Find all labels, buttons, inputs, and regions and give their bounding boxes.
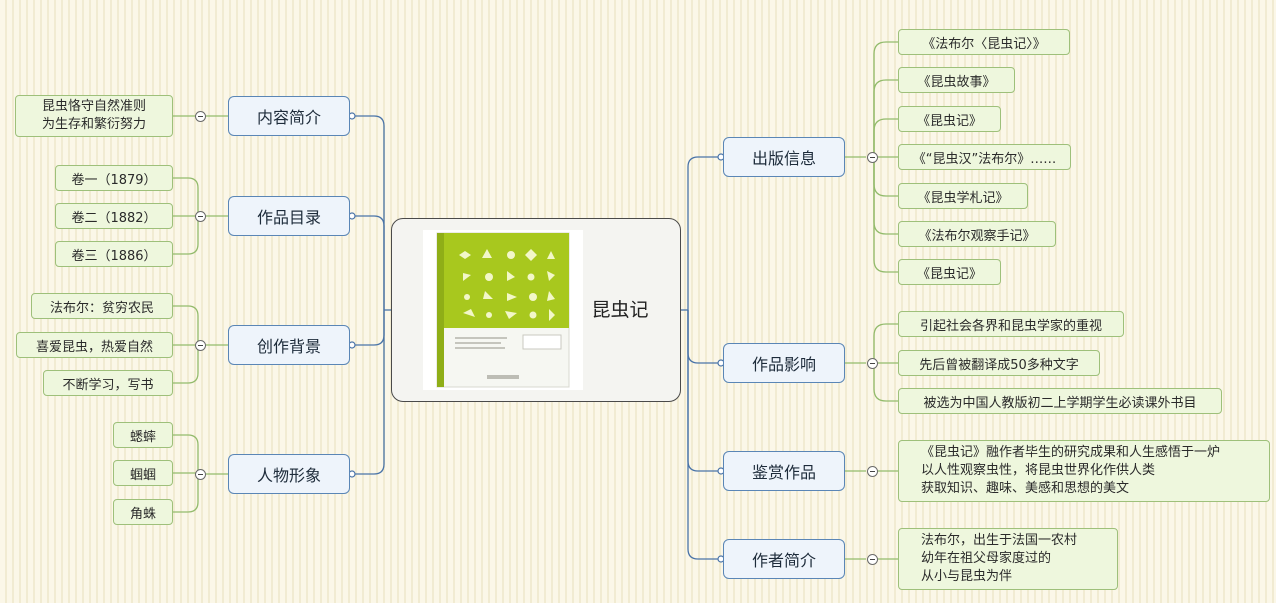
- topic-right-1[interactable]: 出版信息: [723, 137, 845, 177]
- central-topic-title: 昆虫记: [591, 299, 649, 321]
- leaf-text-line: 不断学习，写书: [62, 377, 154, 393]
- leaf-left-2-2[interactable]: 卷二（1882）: [55, 203, 173, 229]
- leaf-right-1-2[interactable]: 《昆虫故事》: [898, 67, 1015, 93]
- leaf-text-line: 卷二（1882）: [71, 210, 157, 226]
- leaf-text-line: 卷三（1886）: [71, 248, 157, 264]
- leaf-right-1-7[interactable]: 《昆虫记》: [898, 259, 1001, 285]
- leaf-right-4-1[interactable]: 法布尔，出生于法国一农村幼年在祖父母家度过的从小与昆虫为伴: [898, 528, 1118, 590]
- leaf-right-1-6[interactable]: 《法布尔观察手记》: [898, 221, 1056, 247]
- leaf-text-line: 引起社会各界和昆虫学家的重视: [919, 318, 1102, 334]
- leaf-text-line: 以人性观察虫性，将昆虫世界化作供人类: [921, 463, 1156, 478]
- leaf-right-2-2[interactable]: 先后曾被翻译成50多种文字: [898, 350, 1100, 376]
- collapse-toggle-right-1[interactable]: [866, 151, 878, 163]
- leaf-text-line: 角蛛: [129, 506, 156, 522]
- topic-right-4[interactable]: 作者简介: [723, 539, 845, 579]
- collapse-toggle-left-3[interactable]: [194, 339, 206, 351]
- leaf-right-3-1[interactable]: 《昆虫记》融作者毕生的研究成果和人生感悟于一炉以人性观察虫性，将昆虫世界化作供人…: [898, 440, 1270, 502]
- leaf-text-line: 为生存和繁衍努力: [41, 117, 146, 132]
- leaf-left-3-1[interactable]: 法布尔：贫穷农民: [31, 293, 173, 319]
- central-topic[interactable]: 昆虫记: [391, 218, 681, 402]
- leaf-text-line: 幼年在祖父母家度过的: [921, 551, 1052, 566]
- leaf-text-line: 昆虫恪守自然准则: [41, 99, 146, 114]
- leaf-left-1-1[interactable]: 昆虫恪守自然准则为生存和繁衍努力: [15, 95, 173, 137]
- topic-left-1[interactable]: 内容简介: [228, 96, 350, 136]
- leaf-left-4-1[interactable]: 蟋蟀: [113, 422, 173, 448]
- collapse-toggle-right-4[interactable]: [866, 553, 878, 565]
- collapse-toggle-left-4[interactable]: [194, 468, 206, 480]
- leaf-text-line: 《昆虫记》: [916, 266, 982, 282]
- leaf-left-3-3[interactable]: 不断学习，写书: [43, 370, 173, 396]
- leaf-text-line: 《“昆虫汉”法布尔》……: [912, 151, 1057, 167]
- leaf-left-2-1[interactable]: 卷一（1879）: [55, 165, 173, 191]
- leaf-text-line: 喜爱昆虫，热爱自然: [35, 339, 153, 355]
- topic-right-3[interactable]: 鉴赏作品: [723, 451, 845, 491]
- leaf-text-line: 《昆虫学札记》: [917, 190, 1009, 206]
- leaf-right-1-1[interactable]: 《法布尔〈昆虫记〉》: [898, 29, 1070, 55]
- leaf-text-line: 《昆虫故事》: [917, 74, 996, 90]
- leaf-right-1-4[interactable]: 《“昆虫汉”法布尔》……: [898, 144, 1071, 170]
- leaf-left-2-3[interactable]: 卷三（1886）: [55, 241, 173, 267]
- leaf-text-line: 蟋蟀: [129, 429, 156, 445]
- leaf-text-line: 《昆虫记》融作者毕生的研究成果和人生感悟于一炉: [921, 445, 1221, 460]
- leaf-right-2-1[interactable]: 引起社会各界和昆虫学家的重视: [898, 311, 1124, 337]
- leaf-left-4-3[interactable]: 角蛛: [113, 499, 173, 525]
- collapse-toggle-left-1[interactable]: [194, 110, 206, 122]
- topic-right-2[interactable]: 作品影响: [723, 343, 845, 383]
- topic-left-2[interactable]: 作品目录: [228, 196, 350, 236]
- leaf-text-line: 法布尔：贫穷农民: [49, 300, 154, 316]
- leaf-left-4-2[interactable]: 蝈蝈: [113, 460, 173, 486]
- leaf-text-line: 《法布尔〈昆虫记〉》: [922, 36, 1046, 52]
- leaf-text-line: 《昆虫记》: [916, 113, 982, 129]
- leaf-right-2-3[interactable]: 被选为中国人教版初二上学期学生必读课外书目: [898, 388, 1222, 414]
- topic-left-4[interactable]: 人物形象: [228, 454, 350, 494]
- leaf-text-line: 卷一（1879）: [71, 172, 157, 188]
- leaf-text-line: 法布尔，出生于法国一农村: [921, 533, 1078, 548]
- book-cover-image: [423, 230, 583, 390]
- leaf-right-1-5[interactable]: 《昆虫学札记》: [898, 183, 1028, 209]
- collapse-toggle-left-2[interactable]: [194, 210, 206, 222]
- leaf-right-1-3[interactable]: 《昆虫记》: [898, 106, 1001, 132]
- leaf-text-line: 先后曾被翻译成50多种文字: [919, 357, 1079, 373]
- leaf-text-line: 《法布尔观察手记》: [918, 228, 1036, 244]
- topic-left-3[interactable]: 创作背景: [228, 325, 350, 365]
- leaf-text-line: 被选为中国人教版初二上学期学生必读课外书目: [923, 395, 1197, 411]
- leaf-left-3-2[interactable]: 喜爱昆虫，热爱自然: [16, 332, 173, 358]
- leaf-text-line: 蝈蝈: [129, 467, 156, 483]
- leaf-text-line: 从小与昆虫为伴: [921, 569, 1013, 584]
- leaf-text-line: 获取知识、趣味、美感和思想的美文: [921, 481, 1130, 496]
- collapse-toggle-right-3[interactable]: [866, 465, 878, 477]
- collapse-toggle-right-2[interactable]: [866, 357, 878, 369]
